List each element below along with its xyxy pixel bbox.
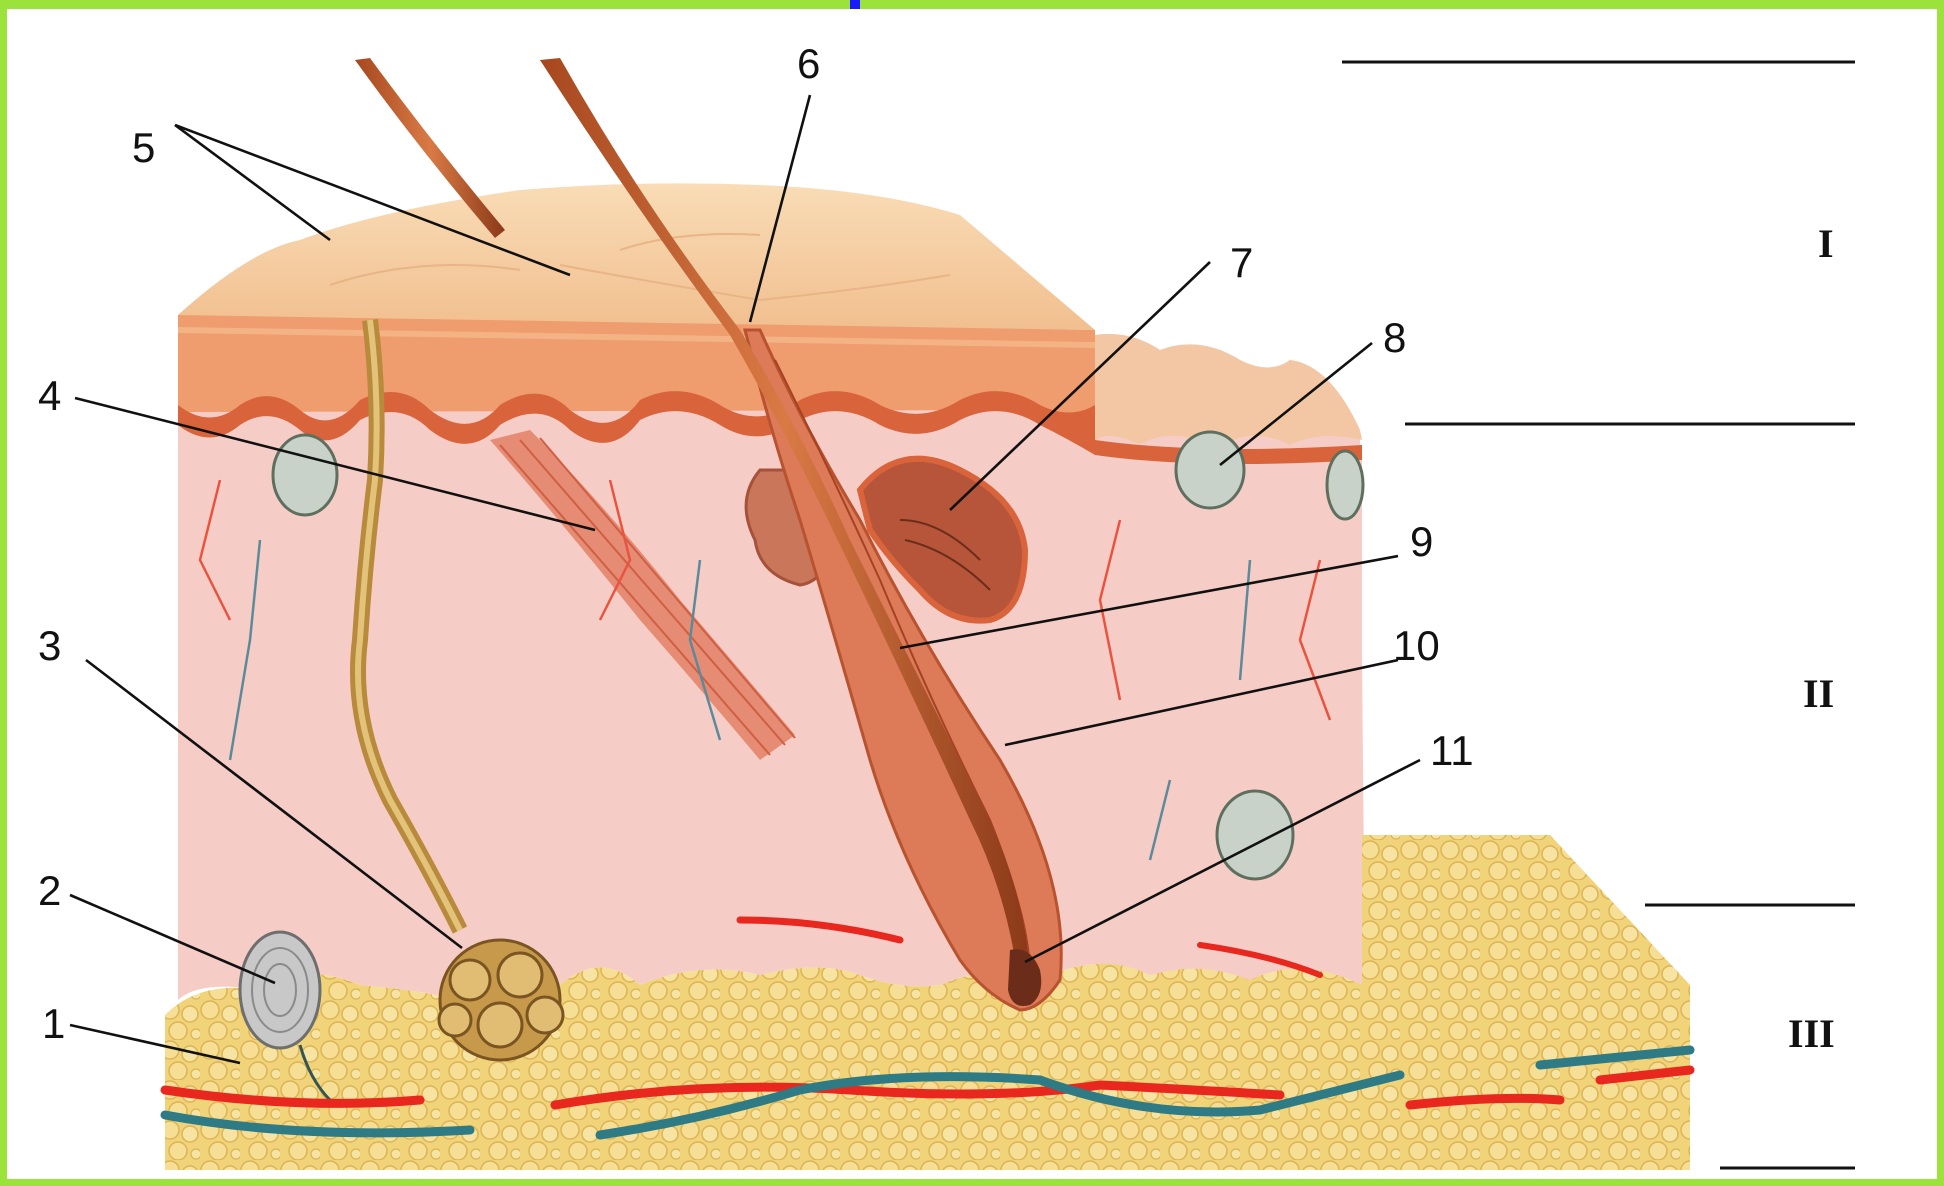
label-8: 8 — [1383, 314, 1406, 361]
hypodermis-fat — [165, 964, 1690, 1170]
layer-label-III: III — [1788, 1011, 1835, 1056]
label-10: 10 — [1393, 622, 1440, 669]
label-3: 3 — [38, 622, 61, 669]
label-2: 2 — [38, 867, 61, 914]
label-7: 7 — [1230, 239, 1253, 286]
epidermis-top-surface — [178, 183, 1095, 330]
label-11: 11 — [1430, 727, 1474, 774]
label-4: 4 — [38, 372, 61, 419]
layer-label-II: II — [1803, 671, 1834, 716]
sweat-gland-coil — [439, 940, 563, 1060]
label-9: 9 — [1410, 518, 1433, 565]
layer-label-I: I — [1818, 221, 1834, 266]
label-6: 6 — [797, 40, 820, 87]
label-1: 1 — [42, 1000, 65, 1047]
label-5: 5 — [132, 124, 155, 171]
